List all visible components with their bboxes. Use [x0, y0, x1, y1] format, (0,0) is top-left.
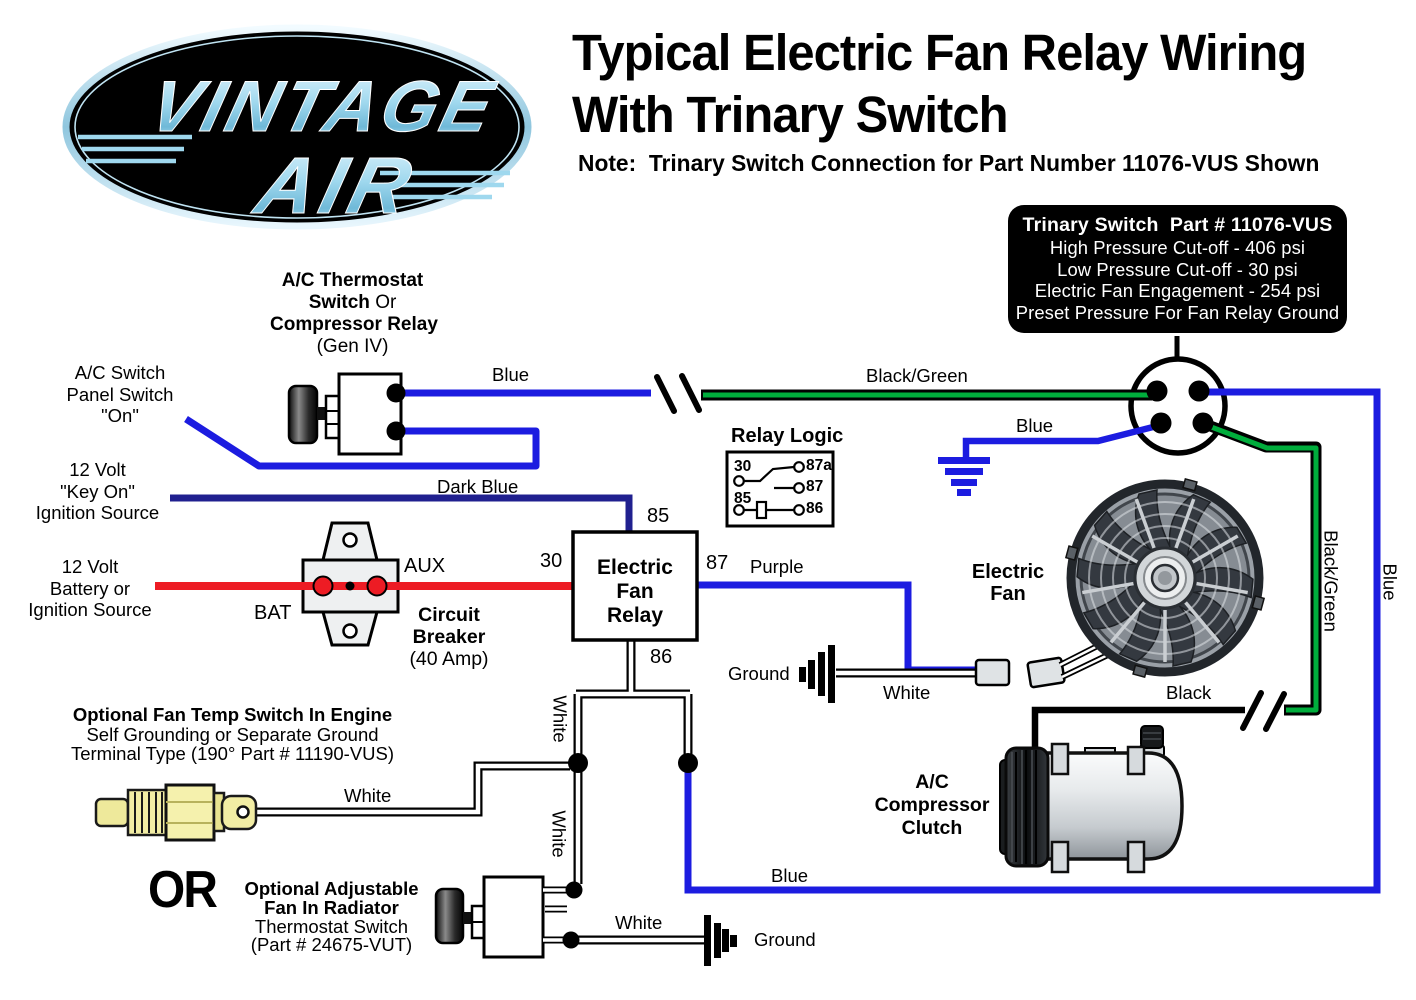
wire-label-black-green-vert: Black/Green — [1320, 530, 1342, 632]
fan-ground-symbol — [799, 645, 835, 703]
compressor-lugs — [1050, 742, 1146, 874]
trinary-info-line: Preset Pressure For Fan Relay Ground — [1015, 301, 1340, 323]
wire-blue-ac-switch-loop — [184, 416, 540, 470]
breaker-aux-terminal — [366, 575, 388, 597]
thermostat-top-terminal — [565, 881, 583, 899]
title-note: Note: Trinary Switch Connection for Part… — [578, 150, 1320, 176]
relay-logic-30: 30 — [734, 458, 752, 475]
relay-logic-87: 87 — [806, 478, 824, 495]
trinary-info-line: Electric Fan Engagement - 254 psi — [1034, 280, 1321, 302]
or-label: OR — [148, 861, 218, 919]
ac-thermostat-label: A/C Thermostat Switch Or Compressor Rela… — [270, 270, 438, 358]
fan-connector-right — [1026, 656, 1066, 689]
fan-mount-tabs — [1064, 477, 1266, 679]
trinary-pins — [1146, 380, 1214, 434]
vintage-air-logo: VINTAGE AIR — [62, 24, 532, 231]
thermostat-stubs — [543, 886, 568, 944]
compressor-label: A/C Compressor Clutch — [874, 771, 990, 839]
wire-label-white-engine: White — [344, 785, 392, 806]
relay-terminal-87: 87 — [706, 552, 729, 574]
wire-label-black: Black — [1166, 682, 1212, 703]
battery-label: 12 Volt Battery or Ignition Source — [28, 556, 152, 620]
ac-thermostat-label-2: Switch Or — [308, 292, 397, 313]
junction-dot-white — [568, 753, 588, 773]
wire-white-86 — [573, 640, 693, 756]
ac-thermostat-switch-drawing — [287, 372, 406, 456]
wire-label-white-fan: White — [883, 682, 931, 703]
thermostat-terminal-top — [386, 383, 406, 403]
wire-label-purple: Purple — [750, 556, 804, 577]
wire-label-white-86-upper: White — [549, 695, 571, 743]
thermostat-ground-symbol — [704, 915, 737, 966]
relay-logic-85: 85 — [734, 490, 752, 507]
engine-temp-switch-drawing — [94, 783, 258, 842]
compressor-port-cap — [1140, 725, 1164, 749]
aux-label: AUX — [404, 555, 446, 577]
wire-white-engine-switch — [253, 761, 570, 817]
logo-word-air: AIR — [246, 141, 426, 231]
ac-thermostat-label-4: (Gen IV) — [316, 336, 389, 357]
relay-label: Electric Fan Relay — [597, 556, 673, 627]
circuit-breaker-label: Circuit Breaker (40 Amp) — [409, 604, 489, 670]
key-on-label: 12 Volt "Key On" Ignition Source — [35, 459, 160, 523]
wire-label-ground-fan: Ground — [728, 663, 790, 684]
fan-connector-left — [974, 658, 1011, 687]
logo-word-vintage: VINTAGE — [142, 67, 505, 147]
ac-switch-label: A/C Switch Panel Switch "On" — [66, 362, 174, 426]
breaker-center-dot — [345, 581, 355, 591]
trinary-ground-symbol — [938, 421, 1162, 496]
electric-fan-label: Electric Fan — [971, 561, 1045, 605]
breaker-hole-bottom — [342, 623, 358, 639]
relay-terminal-30: 30 — [540, 550, 563, 572]
relay-terminal-86: 86 — [650, 646, 673, 668]
wire-label-blue-trinary: Blue — [1016, 415, 1054, 436]
electric-fan-drawing — [1064, 477, 1266, 679]
trinary-info-line: High Pressure Cut-off - 406 psi — [1049, 237, 1306, 258]
wire-black-compressor — [1031, 706, 1245, 756]
wire-break-top — [654, 373, 702, 414]
compressor-drawing — [999, 725, 1184, 874]
junction-dot-blue — [678, 753, 698, 773]
wire-label-blue-bottom: Blue — [771, 865, 809, 886]
trinary-info-title: Trinary Switch Part # 11076-VUS — [1022, 214, 1333, 236]
radiator-switch-label: Optional Adjustable Fan In Radiator Ther… — [244, 878, 419, 956]
radiator-thermostat-drawing — [434, 875, 583, 959]
wire-dark-blue — [170, 494, 633, 531]
title-line-1: Typical Electric Fan Relay Wiring — [572, 24, 1307, 81]
wire-label-blue-top: Blue — [492, 364, 530, 385]
relay-logic-title: Relay Logic — [731, 425, 844, 447]
trinary-switch-connector — [1128, 356, 1228, 456]
trinary-info-box: Trinary Switch Part # 11076-VUS High Pre… — [1008, 205, 1347, 333]
ac-thermostat-label-3: Compressor Relay — [270, 314, 438, 335]
wire-black-green-right — [1203, 418, 1322, 716]
temp-switch-label: Optional Fan Temp Switch In Engine Self … — [70, 704, 395, 764]
page-title: Typical Electric Fan Relay Wiring With T… — [572, 22, 1307, 146]
breaker-hole-top — [342, 532, 358, 548]
relay-logic-86: 86 — [806, 500, 824, 517]
logo-stripes — [78, 134, 510, 200]
wire-purple-87 — [697, 581, 976, 674]
wire-label-ground-bottom: Ground — [754, 929, 816, 950]
bat-label: BAT — [254, 602, 292, 624]
breaker-bat-terminal — [312, 575, 334, 597]
title-line-2: With Trinary Switch — [572, 86, 1009, 144]
wire-label-white-bottom: White — [615, 912, 663, 933]
wire-label-dark-blue: Dark Blue — [437, 476, 519, 497]
wire-blue-fan-loop — [684, 388, 1381, 894]
ac-thermostat-label-1: A/C Thermostat — [281, 270, 424, 291]
wire-label-black-green-top: Black/Green — [866, 365, 968, 386]
relay-terminal-85: 85 — [647, 505, 670, 527]
wire-label-white-86-lower: White — [548, 810, 570, 858]
relay-logic-drawing — [725, 450, 835, 528]
thermostat-bottom-terminal — [562, 931, 580, 949]
wire-break-black — [1240, 690, 1287, 732]
fan-spokes — [1081, 498, 1249, 662]
relay-logic-87a: 87a — [806, 457, 832, 474]
trinary-info-line: Low Pressure Cut-off - 30 psi — [1057, 258, 1298, 280]
relay-box — [571, 530, 699, 642]
thermostat-terminal-bottom — [386, 421, 406, 441]
wire-label-blue-vert: Blue — [1379, 563, 1401, 601]
compressor-body — [1042, 751, 1184, 861]
